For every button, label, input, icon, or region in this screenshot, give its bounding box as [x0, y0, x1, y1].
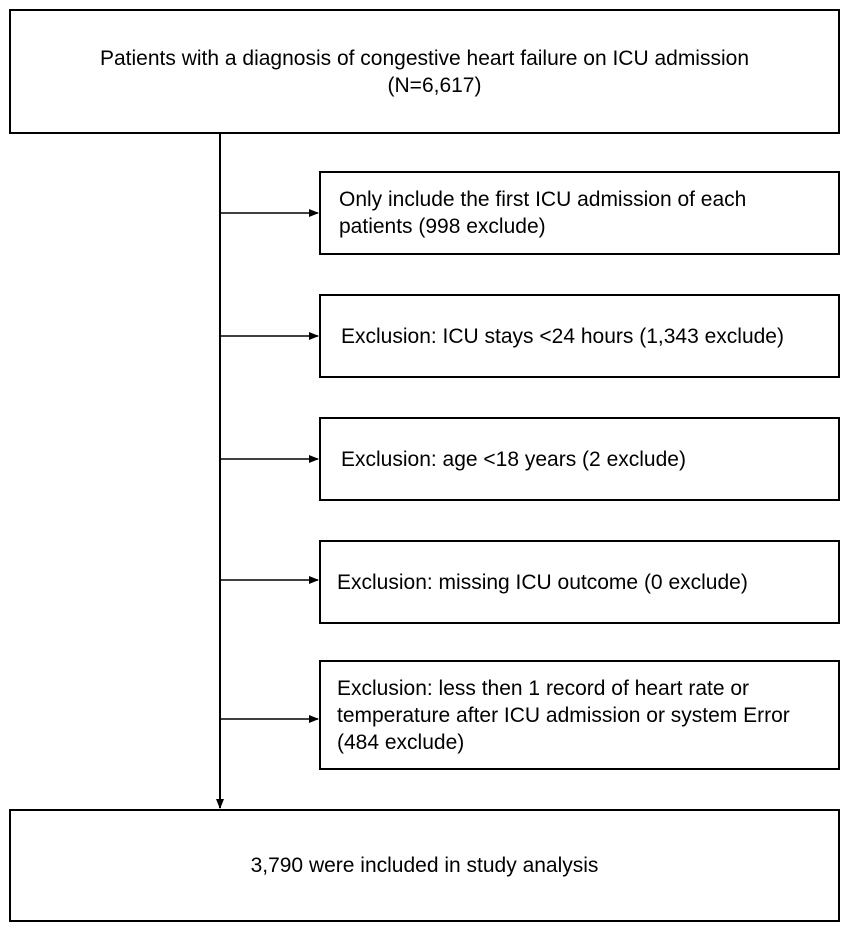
exclusion-text: Only include the first ICU admission of …	[339, 188, 747, 238]
exclusion-box-icu-stay: Exclusion: ICU stays <24 hours (1,343 ex…	[319, 294, 840, 378]
exclusion-box-missing-outcome: Exclusion: missing ICU outcome (0 exclud…	[319, 540, 840, 624]
exclusion-text: Exclusion: age <18 years (2 exclude)	[341, 447, 686, 471]
exclusion-box-age: Exclusion: age <18 years (2 exclude)	[319, 417, 840, 501]
exclusion-box-first-admission: Only include the first ICU admission of …	[319, 171, 840, 255]
initial-population-label: Patients with a diagnosis of congestive …	[99, 46, 749, 70]
final-included-box: 3,790 were included in study analysis	[9, 809, 840, 922]
final-included-text: 3,790 were included in study analysis	[250, 854, 599, 877]
exclusion-text: Exclusion: less then 1 record of heart r…	[337, 676, 790, 754]
exclusion-text: Exclusion: ICU stays <24 hours (1,343 ex…	[341, 324, 784, 348]
exclusion-box-records: Exclusion: less then 1 record of heart r…	[319, 660, 840, 770]
exclusion-text: Exclusion: missing ICU outcome (0 exclud…	[337, 570, 748, 594]
initial-population-count: (N=6,617)	[387, 73, 482, 97]
initial-population-box: Patients with a diagnosis of congestive …	[9, 9, 840, 134]
